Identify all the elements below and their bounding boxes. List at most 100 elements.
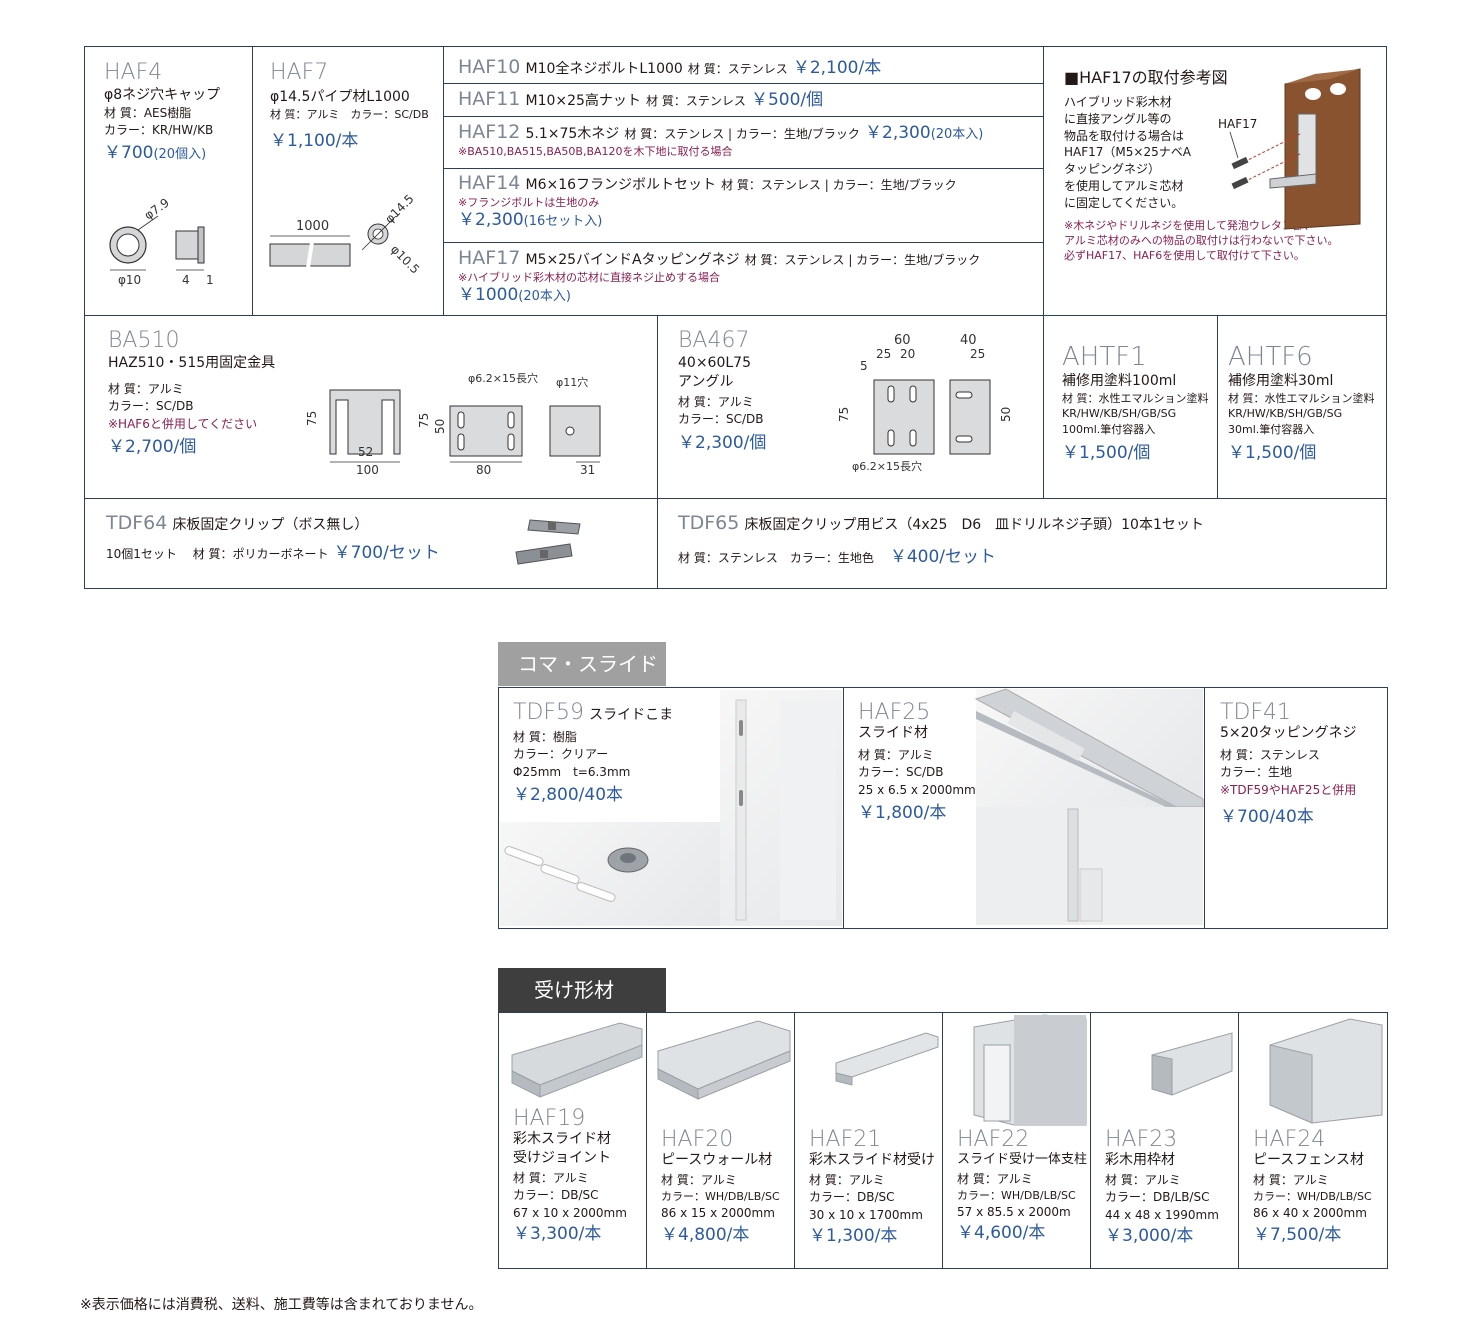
product-code: HAF20 — [661, 1127, 734, 1152]
product-size: 30 x 10 x 1700mm — [809, 1207, 923, 1222]
product-haf17: HAF17 M5×25バインドAタッピングネジ 材 質：ステンレス | カラー：… — [458, 249, 980, 306]
product-name: 受けジョイント — [513, 1149, 611, 1166]
dim-label: 75 — [837, 407, 851, 422]
divider — [84, 498, 1387, 499]
reference-text: 物品を取付ける場合は — [1064, 128, 1185, 143]
product-code: AHTF6 — [1228, 342, 1313, 372]
product-size: 25 x 6.5 x 2000mm — [858, 782, 976, 797]
product-haf10: HAF10 M10全ネジボルトL1000 材 質：ステンレス ￥2,100/本 — [458, 58, 881, 79]
product-material: 材 質：アルミ — [858, 747, 934, 762]
product-material: 材 質：アルミ — [809, 1172, 885, 1187]
product-price: ￥7,500/本 — [1253, 1224, 1342, 1245]
dim-label: 20 — [900, 347, 915, 361]
haf4-drawing: φ7.9 φ10 4 1 — [109, 196, 214, 287]
product-name: スライド受け一体支柱 — [957, 1152, 1088, 1167]
product-material: 材 質：水性エマルション塗料 — [1062, 391, 1209, 405]
product-price: ￥2,100/本 — [792, 58, 882, 78]
product-name: HAZ510・515用固定金具 — [108, 355, 276, 371]
product-code: AHTF1 — [1062, 342, 1147, 372]
section-tab-slide: コマ・スライド — [498, 642, 666, 686]
divider — [443, 242, 1043, 243]
dim-label: 25 — [970, 347, 985, 361]
reference-text: HAF17（M5×25ナベA — [1064, 145, 1191, 160]
product-code: HAF12 — [458, 121, 521, 143]
mounting-illustration: HAF17 — [1218, 68, 1361, 230]
product-spec: 10個1セット 材 質：ポリカーボネート — [106, 546, 329, 561]
product-material: 材 質：アルミ — [678, 394, 754, 409]
product-qty: (16セット入) — [523, 214, 603, 230]
product-spec: 材 質：アルミ カラー：SC/DB — [270, 107, 429, 121]
dim-label: 100 — [356, 463, 379, 477]
product-code: TDF41 — [1220, 700, 1292, 725]
reference-title: ■HAF17の取付参考図 — [1064, 68, 1228, 87]
dim-label: 80 — [476, 463, 491, 477]
divider — [657, 315, 658, 589]
product-size: 57 x 85.5 x 2000m — [957, 1204, 1071, 1219]
product-container: 100ml.筆付容器入 — [1062, 422, 1156, 436]
product-spec: 材 質：ステンレス | カラー：生地/ブラック — [721, 178, 957, 192]
product-price: ￥2,300/個 — [678, 432, 767, 453]
product-price: ￥2,300 — [865, 123, 931, 143]
product-color: カラー：WH/DB/LB/SC — [661, 1190, 780, 1204]
dim-label: 60 — [894, 333, 911, 348]
product-name: 5.1×75木ネジ — [525, 126, 620, 142]
slide-piece-installed-photo — [500, 822, 720, 926]
product-haf25: HAF25 スライド材 材 質：アルミ カラー：SC/DB 25 x 6.5 x… — [858, 700, 976, 824]
product-tdf41: TDF41 5×20タッピングネジ 材 質：ステンレス カラー：生地 ※TDF5… — [1220, 700, 1380, 828]
product-material: 材 質：アルミ — [513, 1170, 589, 1185]
product-spec: 材 質：ステンレス カラー：生地色 — [678, 550, 874, 565]
dim-label: φ11穴 — [556, 375, 588, 389]
product-code: HAF11 — [458, 88, 521, 110]
dim-label: 75 — [417, 413, 431, 428]
product-name: アングル — [678, 373, 734, 390]
haf23-image — [1151, 1032, 1233, 1096]
dim-label: 1000 — [296, 219, 329, 234]
dim-label: 4 — [182, 273, 190, 287]
product-haf22: HAF22 スライド受け一体支柱 材 質：アルミ カラー：WH/DB/LB/SC… — [957, 1129, 1087, 1244]
product-price: ￥1000 — [458, 285, 519, 306]
product-note: ※ハイブリッド彩木材の芯材に直接ネジ止めする場合 — [458, 270, 720, 284]
product-colors: KR/HW/KB/SH/GB/SG — [1228, 407, 1343, 421]
section-tab-profiles: 受け形材 — [498, 968, 666, 1012]
reference-note: ※木ネジやドリルネジを使用して発泡ウレタン部、 — [1064, 218, 1315, 232]
product-price: ￥700/セット — [333, 542, 440, 563]
product-name: 床板固定クリップ（ボス無し） — [172, 517, 369, 533]
product-code: HAF24 — [1253, 1127, 1326, 1152]
product-size: 86 x 40 x 2000mm — [1253, 1206, 1367, 1221]
parts-table — [84, 46, 1387, 589]
product-material: 材 質：アルミ — [1253, 1172, 1329, 1187]
slide-piece-illustration — [504, 846, 649, 902]
product-color: カラー：DB/SC — [809, 1190, 895, 1205]
product-name: スライドこま — [589, 707, 674, 723]
product-price: ￥1,300/本 — [809, 1226, 898, 1247]
reference-text: ハイブリッド彩木材 — [1064, 95, 1172, 109]
divider — [1204, 687, 1205, 929]
product-haf11: HAF11 M10×25高ナット 材 質：ステンレス ￥500/個 — [458, 90, 823, 111]
product-code: BA510 — [108, 328, 180, 353]
reference-label: HAF17 — [1218, 117, 1257, 131]
ba467-drawing: 60 25 20 5 75 φ6.2×15長穴 40 25 50 — [837, 333, 1013, 473]
product-price: ￥3,300/本 — [513, 1223, 602, 1244]
product-price: ￥1,800/本 — [858, 803, 947, 824]
dim-label: φ6.2×15長穴 — [852, 459, 922, 473]
product-size: 67 x 10 x 2000mm — [513, 1205, 627, 1220]
product-color: カラー：生地 — [1220, 765, 1293, 780]
dim-label: 50 — [999, 407, 1013, 422]
product-haf21: HAF21 彩木スライド材受け 材 質：アルミ カラー：DB/SC 30 x 1… — [809, 1129, 939, 1247]
product-name: 床板固定クリップ用ビス（4x25 D6 皿ドリルネジ子頭）10本1セット — [744, 517, 1204, 533]
product-material: 材 質：水性エマルション塗料 — [1228, 391, 1375, 405]
product-code: HAF4 — [104, 60, 163, 85]
product-name: 彩木スライド材受け — [809, 1152, 935, 1168]
product-code: HAF25 — [858, 700, 931, 725]
product-price: ￥2,700/個 — [108, 437, 197, 458]
product-haf20: HAF20 ピースウォール材 材 質：アルミ カラー：WH/DB/LB/SC 8… — [661, 1129, 791, 1245]
product-haf7: HAF7 φ14.5パイプ材L1000 材 質：アルミ カラー：SC/DB ￥1… — [270, 62, 440, 151]
product-name: 5×20タッピングネジ — [1220, 725, 1357, 741]
dim-label: 52 — [358, 445, 373, 459]
product-note: ※TDF59やHAF25と併用 — [1220, 782, 1357, 797]
product-material: 材 質：アルミ — [1105, 1172, 1181, 1187]
divider — [1043, 46, 1044, 498]
slide-rail-illustration — [735, 699, 836, 921]
product-ba510: BA510 HAZ510・515用固定金具 材 質：アルミ カラー：SC/DB … — [108, 328, 308, 458]
product-code: TDF64 — [106, 512, 168, 534]
